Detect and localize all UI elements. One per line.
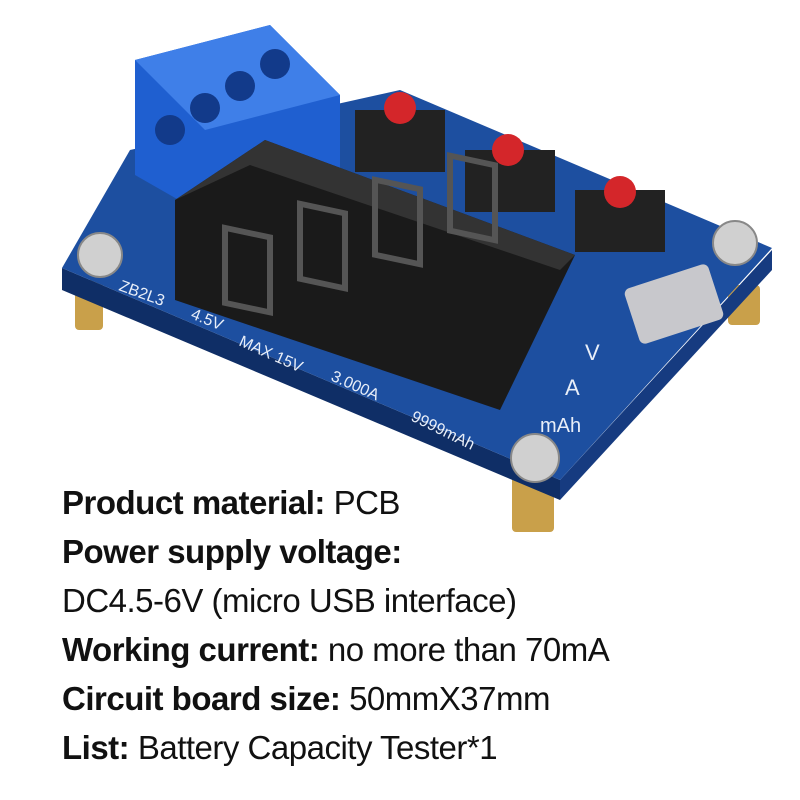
spec-value: 50mmX37mm xyxy=(349,680,550,717)
micro-usb-port xyxy=(624,264,724,344)
spec-value: DC4.5-6V (micro USB interface) xyxy=(62,582,517,619)
silkscreen-v: V xyxy=(585,340,600,365)
spec-label: Circuit board size: xyxy=(62,680,341,717)
spec-label: Power supply voltage: xyxy=(62,533,402,570)
spec-working-current: Working current: no more than 70mA xyxy=(62,625,610,674)
mounting-screws xyxy=(77,220,758,483)
spec-power-supply: Power supply voltage: xyxy=(62,527,609,576)
spec-board-size: Circuit board size: 50mmX37mm xyxy=(62,674,609,723)
seven-segment-display xyxy=(175,140,575,410)
spec-value: no more than 70mA xyxy=(327,631,610,668)
silkscreen-a: A xyxy=(565,375,580,400)
silkscreen-mah: mAh xyxy=(540,415,581,437)
spec-value: PCB xyxy=(333,484,401,521)
pcb-edge xyxy=(62,268,560,500)
spec-power-supply-value: DC4.5-6V (micro USB interface) xyxy=(62,576,609,625)
spec-value: Battery Capacity Tester*1 xyxy=(137,729,498,766)
spec-label: List: xyxy=(62,729,130,766)
spec-list: Product material: PCB Power supply volta… xyxy=(62,478,610,772)
spec-label: Working current: xyxy=(62,631,320,668)
spec-label: Product material: xyxy=(62,484,325,521)
product-photo: ZB2L3 4.5V MAX 15V 3.000A 9999mAh V A mA… xyxy=(62,25,772,532)
spec-list-contents: List: Battery Capacity Tester*1 xyxy=(62,723,609,772)
spec-material: Product material: PCB xyxy=(62,478,609,527)
